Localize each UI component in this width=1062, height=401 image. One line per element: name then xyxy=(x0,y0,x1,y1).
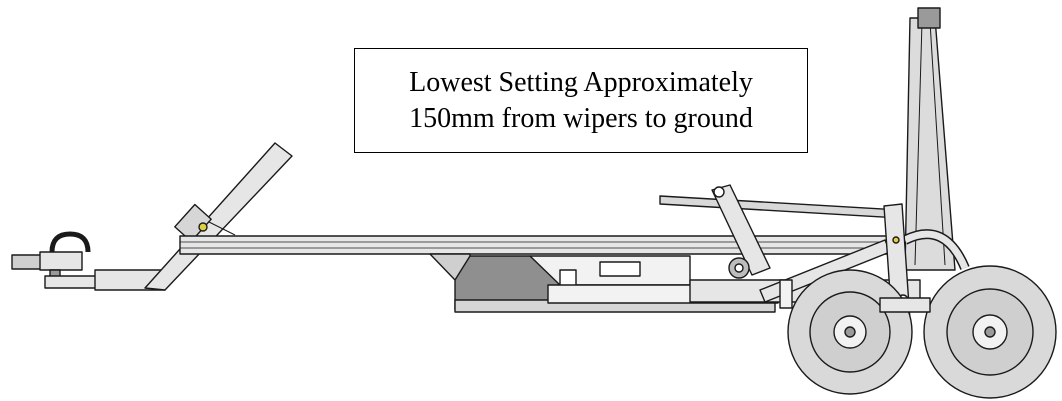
rear-mast xyxy=(904,7,956,271)
rear-wheel xyxy=(923,265,1057,399)
callout-line-2: 150mm from wipers to ground xyxy=(409,102,753,134)
drawbar-arm xyxy=(144,142,293,291)
axle-bracket xyxy=(879,297,931,313)
callout-line-1: Lowest Setting Approximately xyxy=(409,66,753,98)
height-setting-callout: Lowest Setting Approximately 150mm from … xyxy=(354,48,808,153)
hitch-coupling xyxy=(11,231,98,289)
front-wheel xyxy=(787,269,913,395)
main-beam xyxy=(179,235,893,255)
adjustment-linkage xyxy=(659,184,901,309)
